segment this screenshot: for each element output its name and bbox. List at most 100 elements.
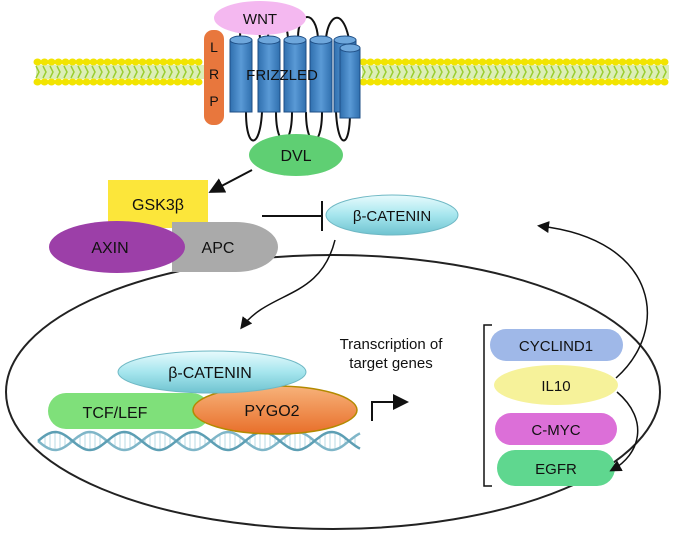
apc-label: APC <box>202 240 235 257</box>
lipid-head <box>506 78 515 86</box>
lipid-head <box>194 58 203 66</box>
lipid-head <box>117 78 126 86</box>
cell-membrane <box>33 58 669 86</box>
lipid-head <box>569 78 578 86</box>
lipid-tail <box>35 65 40 79</box>
wnt-ligand: WNT <box>214 1 306 35</box>
arrow-il10-to-egfr <box>609 391 639 472</box>
lipid-tail <box>126 65 131 79</box>
lipid-head <box>145 58 154 66</box>
membrane-core <box>36 65 204 79</box>
lipid-head <box>131 58 140 66</box>
gsk3b-label: GSK3β <box>132 197 184 214</box>
axin-label: AXIN <box>91 240 128 257</box>
lipid-tail <box>98 65 103 79</box>
lipid-head <box>110 58 119 66</box>
lipid-tail <box>375 65 380 79</box>
lipid-head <box>408 78 417 86</box>
frizzled-helix <box>309 35 333 113</box>
lipid-tail <box>536 65 541 79</box>
lipid-tail <box>578 65 583 79</box>
il10-label: IL10 <box>541 378 570 395</box>
target-gene-cyclind1: CYCLIND1 <box>490 329 623 361</box>
lipid-head <box>492 58 501 66</box>
lipid-tail <box>648 65 653 79</box>
lipid-head <box>173 58 182 66</box>
lipid-tail <box>196 65 201 79</box>
cyclind1-label: CYCLIND1 <box>519 338 593 355</box>
lipid-head <box>639 58 648 66</box>
frizzled-receptor <box>229 35 361 119</box>
lipid-head <box>464 58 473 66</box>
lipid-tail <box>133 65 138 79</box>
lipid-tail <box>494 65 499 79</box>
lipid-head <box>457 58 466 66</box>
lipid-head <box>429 78 438 86</box>
lipid-tail <box>368 65 373 79</box>
lipid-head <box>541 58 550 66</box>
lipid-tail <box>91 65 96 79</box>
lipid-head <box>562 78 571 86</box>
lipid-tail <box>522 65 527 79</box>
egfr-label: EGFR <box>535 461 577 478</box>
lipid-head <box>443 78 452 86</box>
lipid-head <box>562 58 571 66</box>
lipid-head <box>618 58 627 66</box>
lipid-tail <box>382 65 387 79</box>
cmyc-label: C-MYC <box>531 422 580 439</box>
lipid-tail <box>599 65 604 79</box>
lipid-head <box>548 58 557 66</box>
tcf-lef-label: TCF/LEF <box>83 405 148 422</box>
lipid-head <box>555 78 564 86</box>
lipid-head <box>443 58 452 66</box>
lipid-head <box>618 78 627 86</box>
membrane-core <box>362 65 669 79</box>
lipid-tail <box>627 65 632 79</box>
lipid-tail <box>592 65 597 79</box>
lipid-tail <box>431 65 436 79</box>
lipid-head <box>131 78 140 86</box>
lipid-head <box>103 78 112 86</box>
target-gene-egfr: EGFR <box>497 450 615 486</box>
lipid-tail <box>480 65 485 79</box>
lipid-tail <box>140 65 145 79</box>
lipid-head <box>632 78 641 86</box>
lipid-head <box>604 58 613 66</box>
lipid-head <box>380 78 389 86</box>
lipid-tail <box>452 65 457 79</box>
lipid-head <box>61 58 70 66</box>
transcription-label-line2: target genes <box>349 355 432 372</box>
lrp-letter-p: P <box>209 93 218 109</box>
pygo2-label: PYGO2 <box>244 403 299 420</box>
lipid-tail <box>361 65 366 79</box>
lipid-head <box>625 78 634 86</box>
lipid-head <box>513 58 522 66</box>
lipid-head <box>653 78 662 86</box>
lipid-tail <box>550 65 555 79</box>
lipid-head <box>180 58 189 66</box>
beta-catenin-cyto-label: β-CATENIN <box>353 208 431 225</box>
lipid-tail <box>641 65 646 79</box>
lipid-head <box>583 58 592 66</box>
lipid-head <box>380 58 389 66</box>
lipid-head <box>520 58 529 66</box>
lipid-head <box>401 78 410 86</box>
lipid-head <box>457 78 466 86</box>
lipid-head <box>520 78 529 86</box>
lipid-head <box>366 58 375 66</box>
lipid-tail <box>175 65 180 79</box>
frizzled-helix <box>283 35 307 113</box>
lipid-head <box>583 78 592 86</box>
lipid-head <box>54 78 63 86</box>
lipid-head <box>632 58 641 66</box>
lrp-coreceptor: L R P <box>204 30 224 125</box>
lipid-tail <box>445 65 450 79</box>
lipid-head <box>436 58 445 66</box>
lipid-head <box>152 58 161 66</box>
lipid-head <box>408 58 417 66</box>
lipid-head <box>187 78 196 86</box>
lipid-head <box>89 58 98 66</box>
lipid-head <box>54 58 63 66</box>
lipid-head <box>534 78 543 86</box>
lipid-head <box>138 78 147 86</box>
